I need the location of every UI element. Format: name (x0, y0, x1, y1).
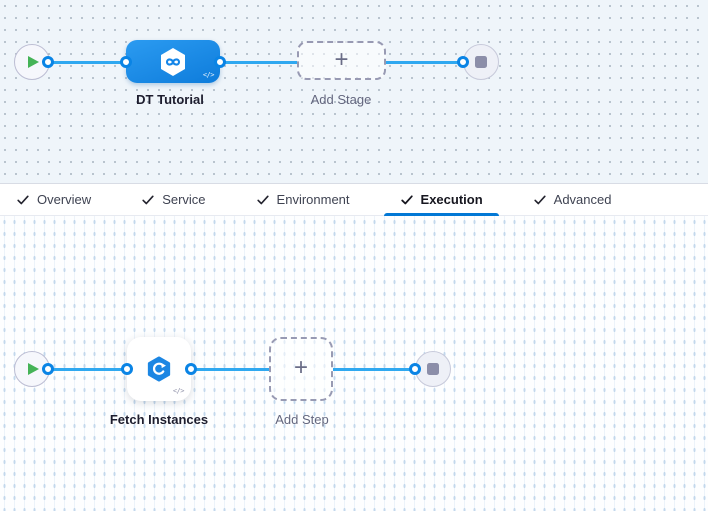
tab-label: Overview (37, 192, 92, 207)
port-end-in (457, 56, 469, 68)
stop-square-icon (475, 56, 487, 68)
check-icon (400, 193, 414, 207)
code-toggle-icon[interactable]: </> (172, 387, 185, 395)
execution-graph-canvas[interactable]: </> + Fetch Instances Add Step (0, 216, 708, 511)
tab-service[interactable]: Service (127, 184, 219, 215)
edge-addstage-to-end (386, 61, 463, 64)
step-node-fetch-instances[interactable]: </> (127, 337, 191, 401)
plus-icon: + (293, 354, 308, 381)
check-icon (16, 193, 30, 207)
edge-start-to-stage (48, 61, 126, 64)
edge-addstep-to-end (333, 368, 415, 371)
hexagon-infinity-icon (159, 47, 187, 77)
stage-node-dt-tutorial[interactable]: </> (126, 40, 220, 83)
code-toggle-icon[interactable]: </> (202, 71, 215, 79)
check-icon (141, 193, 155, 207)
tab-label: Execution (420, 192, 483, 207)
play-icon (28, 56, 39, 68)
port-start-out (42, 56, 54, 68)
check-icon (256, 193, 270, 207)
plus-icon: + (334, 45, 349, 73)
edge-step-to-addstep (191, 368, 269, 371)
port-step-out (185, 363, 197, 375)
stop-square-icon (427, 363, 439, 375)
step-label: Fetch Instances (109, 412, 209, 427)
tab-execution[interactable]: Execution (383, 184, 499, 216)
check-icon (533, 193, 547, 207)
play-icon (28, 363, 39, 375)
stage-label: DT Tutorial (136, 92, 204, 107)
add-stage-button[interactable]: + (297, 41, 386, 80)
tab-advanced[interactable]: Advanced (519, 184, 626, 215)
pipeline-config-tabs: Overview Service Environment Execution A… (0, 183, 708, 216)
port-start-out (42, 363, 54, 375)
port-stage-out (214, 56, 226, 68)
port-stage-in (120, 56, 132, 68)
tab-overview[interactable]: Overview (2, 184, 105, 215)
tab-label: Environment (276, 192, 350, 207)
port-step-in (121, 363, 133, 375)
add-stage-label: Add Stage (310, 92, 372, 107)
tab-environment[interactable]: Environment (242, 184, 364, 215)
tab-label: Service (162, 192, 206, 207)
hexagon-refresh-icon (146, 356, 172, 382)
edge-stage-to-addstage (220, 61, 297, 64)
add-step-label: Add Step (275, 412, 329, 427)
execution-end-node (415, 351, 451, 387)
tab-label: Advanced (553, 192, 612, 207)
port-end-in (409, 363, 421, 375)
add-step-button[interactable]: + (269, 337, 333, 401)
stage-graph-canvas[interactable]: </> + DT Tutorial Add Stage (0, 0, 708, 183)
edge-start-to-step (48, 368, 127, 371)
